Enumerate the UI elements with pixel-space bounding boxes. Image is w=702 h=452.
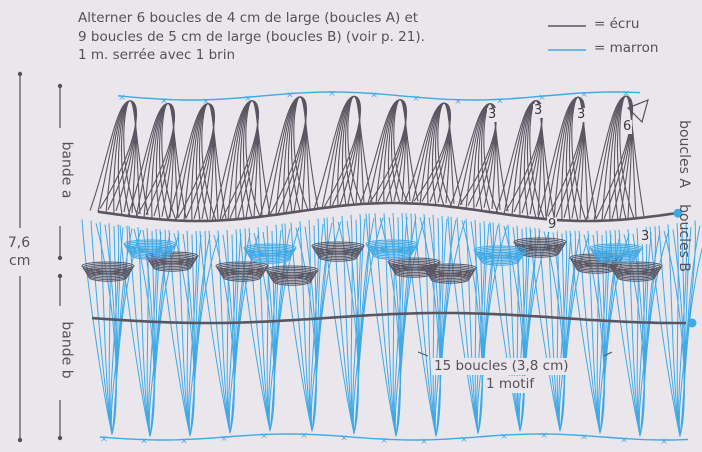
stitch-mark: × — [500, 432, 508, 442]
stitch-mark: × — [300, 431, 308, 441]
stitch-mark: × — [620, 436, 628, 446]
dim-endpoint — [18, 438, 22, 442]
loop-a — [368, 100, 406, 204]
loop-b — [209, 231, 234, 433]
top-stitch-row — [118, 92, 640, 100]
stitch-mark: × — [202, 97, 210, 107]
stitch-mark: × — [340, 433, 348, 443]
motif-loops-label: 15 boucles (3,8 cm) — [432, 358, 571, 375]
cord-b — [92, 313, 686, 323]
loop-count-4: 6 — [622, 120, 632, 134]
bottom-stitch-row — [100, 434, 688, 440]
stitch-mark: × — [260, 432, 268, 442]
stitch-mark: × — [370, 91, 378, 101]
motif-bracket — [418, 352, 428, 356]
stitch-mark: × — [622, 89, 630, 99]
stitch-mark: × — [540, 431, 548, 441]
legend-marron-label: = marron — [594, 40, 658, 57]
stitch-mark: × — [380, 436, 388, 446]
stitch-mark: × — [460, 435, 468, 445]
stitch-mark: × — [420, 437, 428, 447]
height-value: 7,6 — [6, 236, 32, 251]
stitch-mark: × — [160, 96, 168, 106]
loop-count-3: 3 — [576, 108, 586, 122]
dim-endpoint — [58, 274, 62, 278]
dim-endpoint — [58, 256, 62, 260]
loops-a-label: boucles A — [676, 120, 692, 188]
loop-b — [100, 222, 117, 434]
band-b-label: bande b — [59, 321, 75, 378]
stitch-mark: × — [286, 91, 294, 101]
loop-count-6: 3 — [640, 230, 650, 244]
loops-b-label: boucles B — [676, 204, 692, 272]
stitch-mark: × — [412, 94, 420, 104]
stitch-mark: × — [100, 434, 108, 444]
stitch-mark: × — [660, 437, 668, 447]
band-a-label: bande a — [58, 142, 74, 199]
stitch-mark: × — [454, 97, 462, 107]
legend-ecru-label: = écru — [594, 16, 639, 33]
stitch-mark: × — [244, 94, 252, 104]
dim-endpoint — [58, 84, 62, 88]
stitch-mark: × — [140, 437, 148, 447]
loop-b — [291, 223, 316, 431]
cord-b-end-dot — [688, 318, 697, 327]
legend-swatches — [548, 26, 586, 50]
motif-label: 1 motif — [484, 376, 536, 393]
stitch-mark: × — [118, 93, 126, 103]
stitch-mark: × — [180, 437, 188, 447]
loop-count-5: 9 — [547, 218, 557, 232]
loop-count-2: 3 — [533, 104, 543, 118]
instruction-line-3: 1 m. serrée avec 1 brin — [78, 47, 235, 64]
dim-endpoint — [18, 72, 22, 76]
loops-a-layer — [90, 96, 644, 221]
stitch-mark: × — [220, 434, 228, 444]
loop-b — [619, 230, 644, 436]
stitch-mark: × — [538, 93, 546, 103]
stitch-mark: × — [580, 433, 588, 443]
instruction-line-1: Alterner 6 boucles de 4 cm de large (bou… — [78, 10, 418, 27]
height-unit: cm — [9, 253, 30, 270]
stitch-mark: × — [580, 90, 588, 100]
dim-endpoint — [58, 436, 62, 440]
instruction-line-2: 9 boucles de 5 cm de large (boucles B) (… — [78, 29, 425, 46]
loop-count-1: 3 — [487, 108, 497, 122]
stitch-mark: × — [328, 89, 336, 99]
stitch-mark: × — [496, 96, 504, 106]
